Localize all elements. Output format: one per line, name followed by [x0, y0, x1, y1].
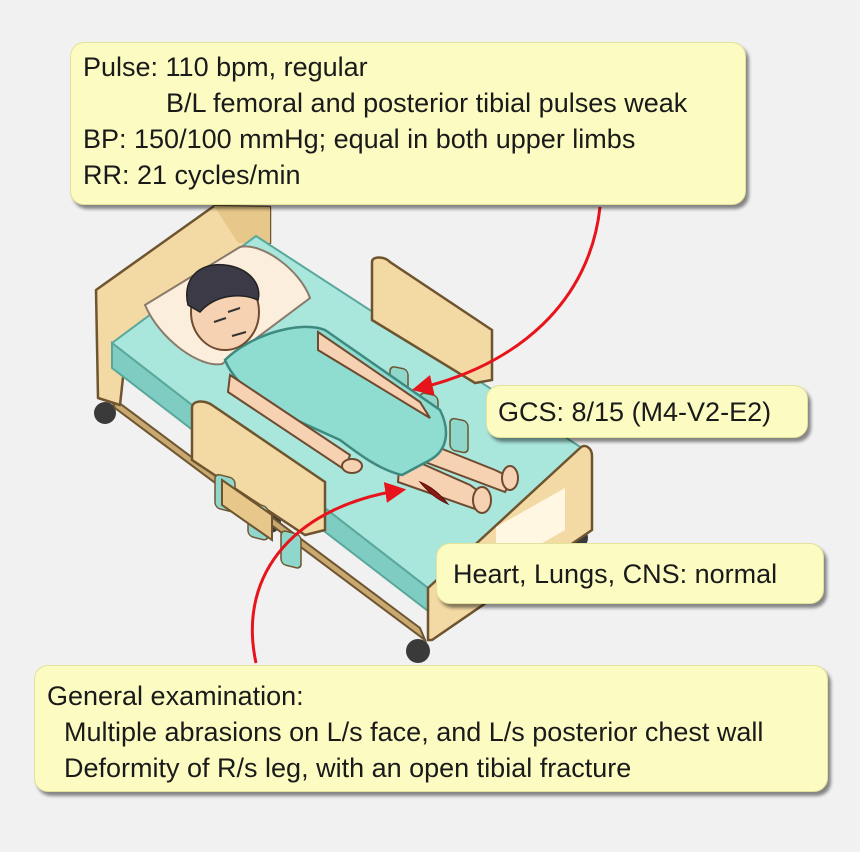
systems-text: Heart, Lungs, CNS: normal [453, 559, 778, 589]
abrasions-line: Multiple abrasions on L/s face, and L/s … [64, 717, 764, 747]
patient-icon [186, 264, 519, 514]
vitals-arrow [411, 206, 602, 396]
bp-line: BP: 150/100 mmHg; equal in both upper li… [83, 124, 636, 154]
fracture-line: Deformity of R/s leg, with an open tibia… [64, 753, 632, 783]
back-side-rail [370, 256, 494, 385]
exam-arrow [250, 482, 407, 664]
exam-callout: General examination: Multiple abrasions … [34, 665, 828, 792]
exam-heading: General examination: [47, 681, 304, 711]
gcs-text: GCS: 8/15 (M4-V2-E2) [498, 397, 772, 427]
rr-line: RR: 21 cycles/min [83, 160, 301, 190]
leg-wound-icon [418, 480, 450, 506]
systems-callout: Heart, Lungs, CNS: normal [436, 543, 824, 604]
vitals-callout: Pulse: 110 bpm, regular B/L femoral and … [70, 42, 746, 205]
pulses-line: B/L femoral and posterior tibial pulses … [166, 88, 688, 118]
front-side-rail [190, 400, 327, 537]
gcs-callout: GCS: 8/15 (M4-V2-E2) [486, 385, 808, 438]
pulse-line: Pulse: 110 bpm, regular [83, 52, 368, 82]
